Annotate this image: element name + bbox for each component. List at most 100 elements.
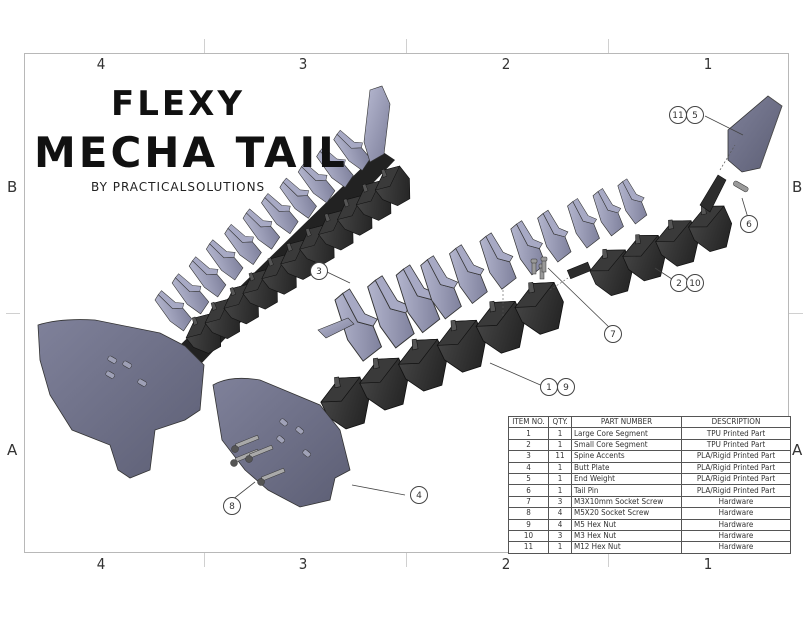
bom-header-row: ITEM NO. QTY. PART NUMBER DESCRIPTION: [508, 415, 791, 429]
zone-right-b: B: [792, 178, 803, 196]
bom-qty: 11: [548, 450, 572, 463]
bom-part: M3X10mm Socket Screw: [571, 495, 682, 509]
bom-header-qty: QTY.: [548, 415, 572, 429]
zone-top-2: 2: [501, 55, 511, 73]
zone-right-a: A: [792, 441, 803, 459]
bom-item: 3: [508, 450, 549, 463]
bom-desc: PLA/Rigid Printed Part: [681, 461, 791, 474]
balloon-item-5: 5: [686, 106, 704, 124]
zone-divider: [406, 39, 407, 53]
tail-pin: [733, 180, 749, 193]
bom-item: 6: [508, 484, 549, 497]
bom-qty: 1: [548, 427, 572, 440]
bom-qty: 4: [548, 507, 572, 520]
bom-item: 9: [508, 518, 549, 531]
drawing-title-line1: FLEXY: [111, 84, 245, 124]
bom-item: 5: [508, 472, 549, 486]
zone-divider: [406, 553, 407, 567]
bom-item: 11: [508, 541, 549, 554]
bom-item: 4: [508, 461, 549, 474]
bom-desc: Hardware: [681, 529, 791, 543]
balloon-item-1: 1: [540, 378, 558, 396]
zone-left-a: A: [7, 441, 18, 459]
end-weight: [727, 95, 783, 173]
bom-qty: 1: [548, 472, 572, 486]
bom-desc: Hardware: [681, 495, 791, 509]
bom-desc: PLA/Rigid Printed Part: [681, 450, 791, 463]
bom-part: Tail Pin: [571, 484, 682, 497]
zone-bottom-2: 2: [501, 555, 511, 573]
zone-left-b: B: [7, 178, 18, 196]
bom-part: Spine Accents: [571, 450, 682, 463]
bom-desc: Hardware: [681, 541, 791, 554]
bom-qty: 3: [548, 495, 572, 509]
balloon-item-8: 8: [223, 497, 241, 515]
zone-bottom-3: 3: [298, 555, 308, 573]
balloon-item-9: 9: [557, 378, 575, 396]
bom-item: 7: [508, 495, 549, 509]
bom-desc: Hardware: [681, 518, 791, 531]
bom-qty: 3: [548, 529, 572, 543]
balloon-item-4: 4: [410, 486, 428, 504]
bom-qty: 1: [548, 461, 572, 474]
zone-top-4: 4: [96, 55, 106, 73]
bom-desc: TPU Printed Part: [681, 438, 791, 452]
drawing-frame: [24, 53, 789, 553]
zone-top-3: 3: [298, 55, 308, 73]
bom-part: M5X20 Socket Screw: [571, 507, 682, 520]
zone-top-1: 1: [703, 55, 713, 73]
bom-qty: 1: [548, 438, 572, 452]
zone-bottom-1: 1: [703, 555, 713, 573]
exploded-small-core: [566, 174, 740, 303]
bom-header-item: ITEM NO.: [508, 415, 549, 429]
bom-item: 10: [508, 529, 549, 543]
zone-divider: [789, 313, 803, 314]
bom-header-part: PART NUMBER: [571, 415, 682, 429]
exploded-spine-accents: [317, 175, 653, 364]
zone-divider: [6, 313, 20, 314]
drawing-title-line2: MECHA TAIL: [34, 128, 348, 177]
bom-part: Small Core Segment: [571, 438, 682, 452]
bom-part: End Weight: [571, 472, 682, 486]
bom-part: M3 Hex Nut: [571, 529, 682, 543]
bom-qty: 1: [548, 484, 572, 497]
bom-item: 1: [508, 427, 549, 440]
bom-item: 2: [508, 438, 549, 452]
bom-part: Large Core Segment: [571, 427, 682, 440]
exploded-butt-plate: [212, 377, 351, 508]
m5-screws: [230, 434, 286, 486]
bom-desc: Hardware: [681, 507, 791, 520]
zone-divider: [204, 553, 205, 567]
bom-desc: TPU Printed Part: [681, 427, 791, 440]
zone-bottom-4: 4: [96, 555, 106, 573]
bom-desc: PLA/Rigid Printed Part: [681, 472, 791, 486]
zone-divider: [204, 39, 205, 53]
bom-desc: PLA/Rigid Printed Part: [681, 484, 791, 497]
balloon-item-11: 11: [669, 106, 687, 124]
balloon-item-7: 7: [604, 325, 622, 343]
bom-part: Butt Plate: [571, 461, 682, 474]
assembled-tail: [37, 85, 420, 479]
m3-screws: [530, 256, 548, 280]
bom-header-desc: DESCRIPTION: [681, 415, 791, 429]
bom-part: M5 Hex Nut: [571, 518, 682, 531]
bom-qty: 1: [548, 541, 572, 554]
leader-lines: [231, 115, 749, 501]
balloon-item-10: 10: [686, 274, 704, 292]
zone-divider: [608, 39, 609, 53]
balloon-item-6: 6: [740, 215, 758, 233]
